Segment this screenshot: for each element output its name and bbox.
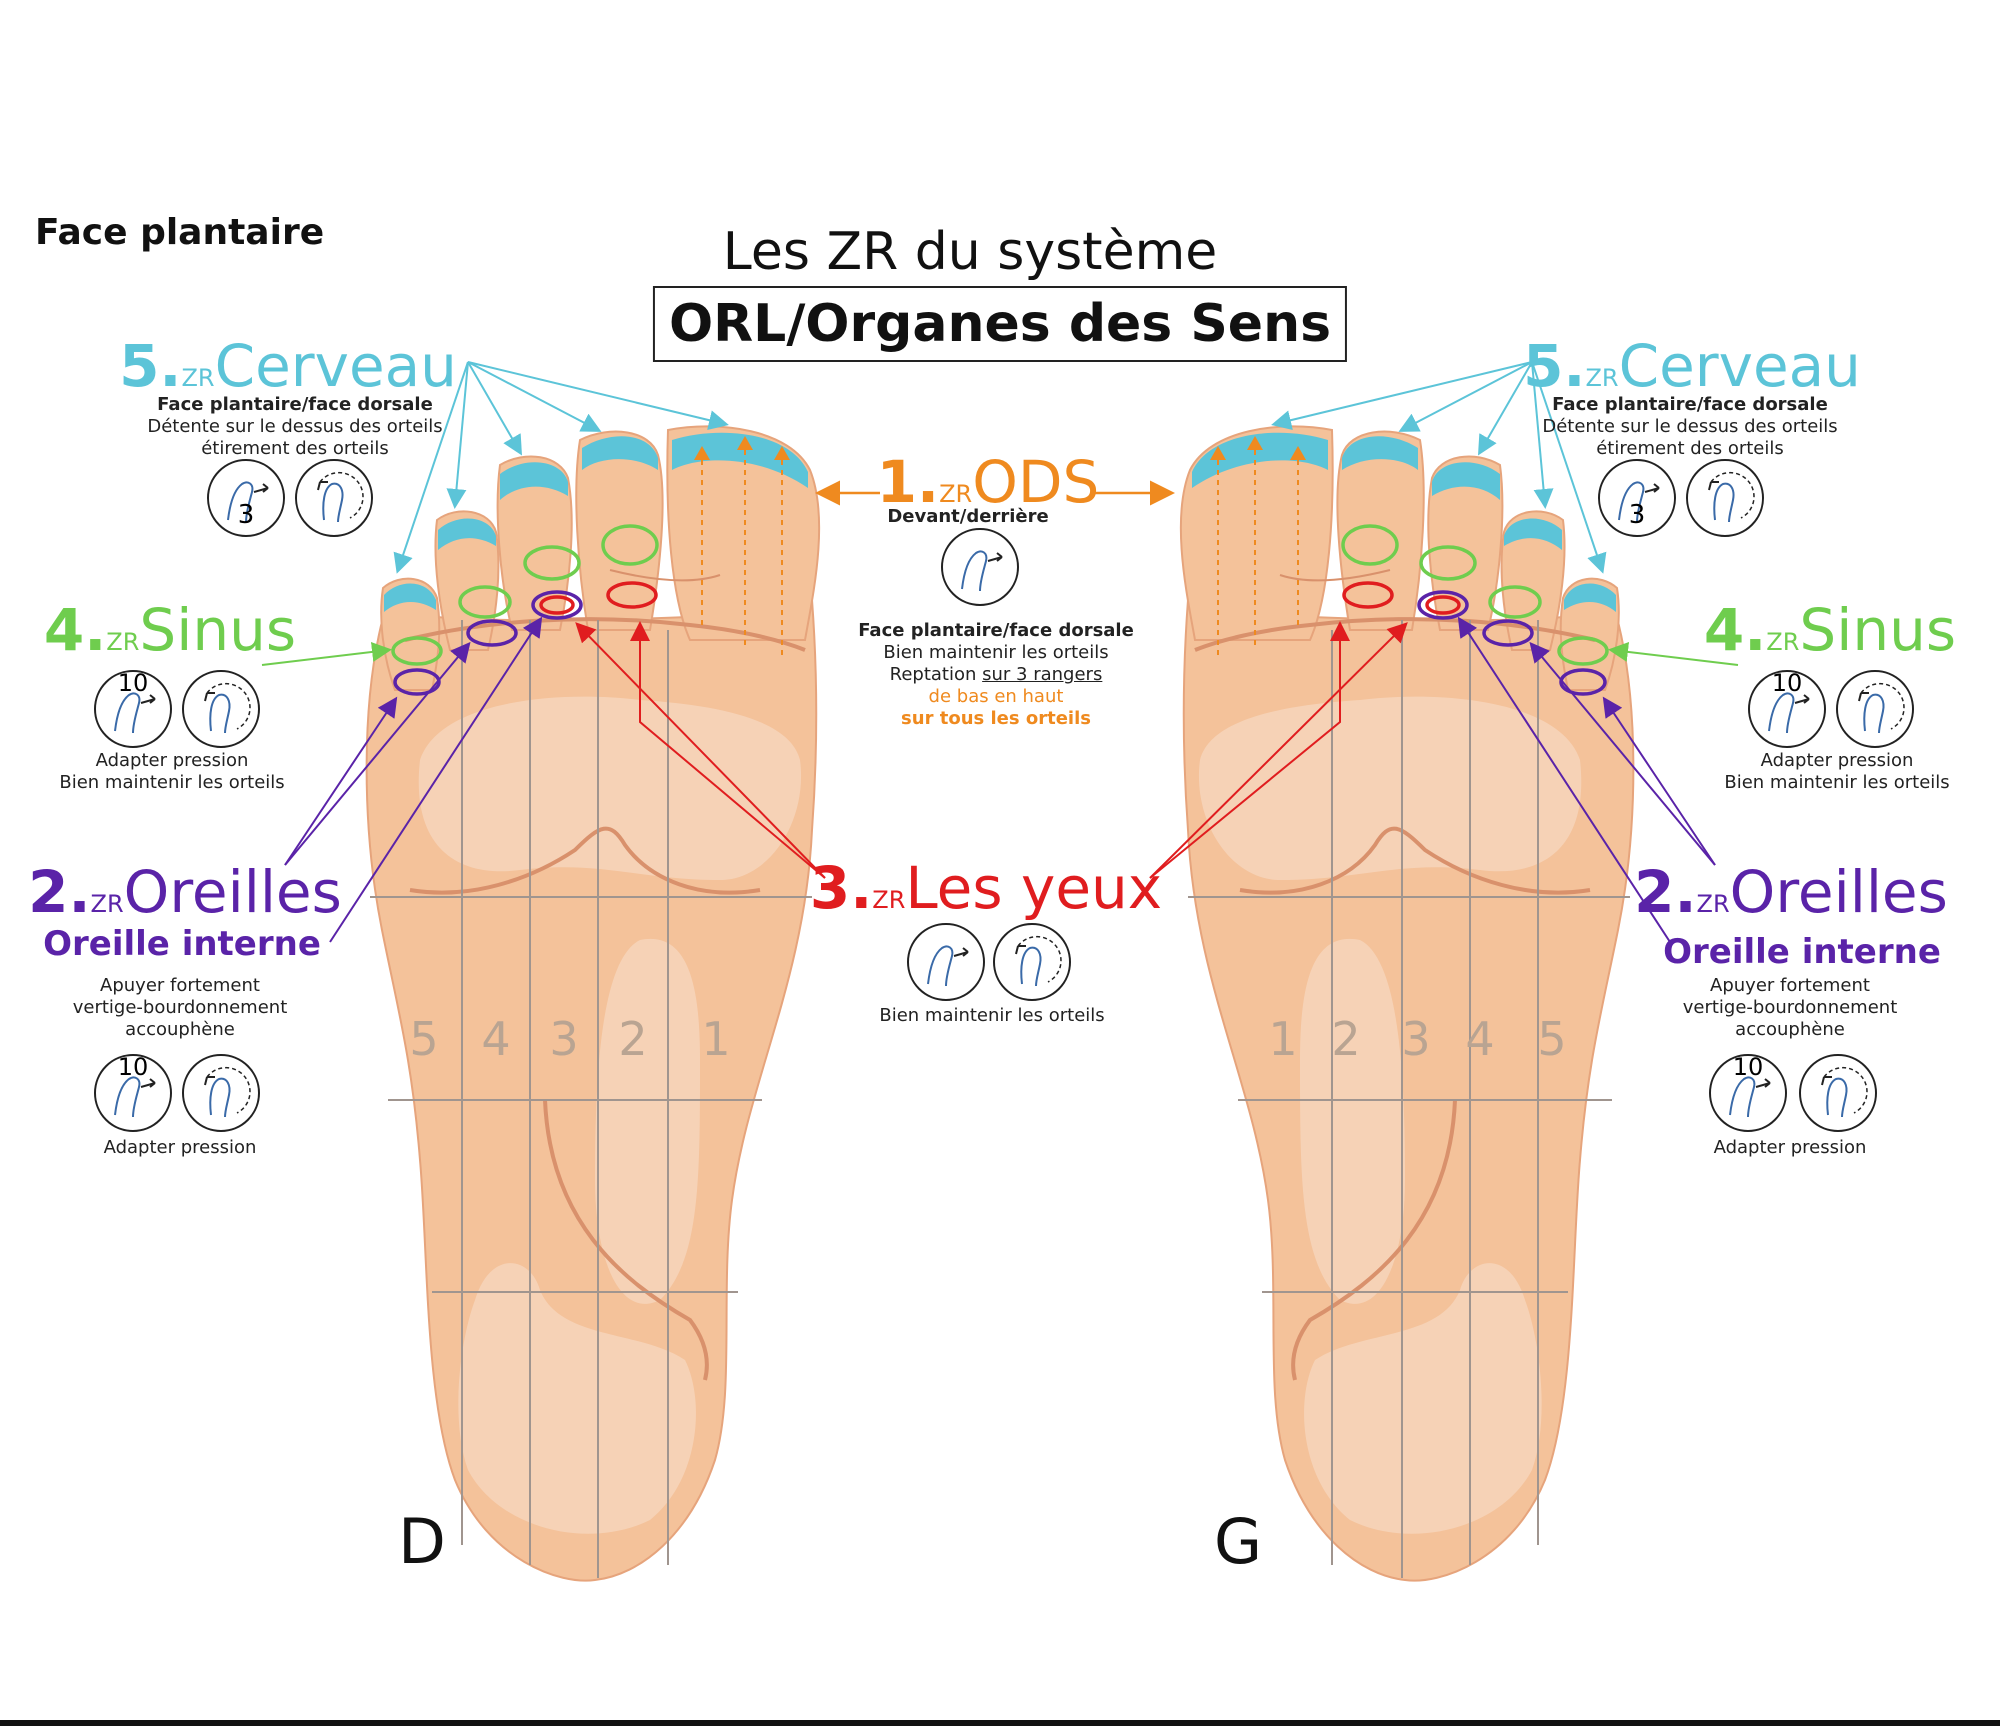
right-foot-col-1: 1: [701, 1012, 731, 1066]
oreilles-subtitle-right: Oreille interne: [43, 924, 321, 964]
yeux-desc: Bien maintenir les orteils: [879, 1005, 1105, 1026]
sinus-label-left: 4.ZRSinus: [1703, 596, 1957, 664]
yeux-label: 3.ZRLes yeux: [809, 854, 1163, 922]
oreilles-count-left: 10: [1732, 1053, 1764, 1081]
left-foot-col-3: 3: [1401, 1012, 1431, 1066]
left-foot-col-4: 4: [1465, 1012, 1495, 1066]
sinus-count-right: 10: [117, 669, 149, 697]
cerveau-icons-right: [207, 459, 373, 537]
page-subtitle: ORL/Organes des Sens: [652, 286, 1348, 362]
left-foot: [1178, 424, 1636, 1583]
left-foot-col-5: 5: [1537, 1012, 1567, 1066]
cerveau-icons-left: [1598, 459, 1764, 537]
right-foot-col-5: 5: [409, 1012, 439, 1066]
right-foot-col-2: 2: [618, 1012, 648, 1066]
bottom-border: [0, 1720, 2000, 1726]
left-foot-col-2: 2: [1331, 1012, 1361, 1066]
yeux-icons: [907, 923, 1071, 1001]
page-title: Les ZR du système: [722, 222, 1218, 282]
cerveau-label-left: 5.ZRCerveau: [1523, 332, 1861, 400]
right-foot-col-3: 3: [549, 1012, 579, 1066]
oreilles-label-left: 2.ZROreilles: [1634, 858, 1948, 926]
oreilles-pressure-left: Adapter pression: [1713, 1137, 1867, 1158]
oreilles-subtitle-left: Oreille interne: [1663, 932, 1941, 972]
oreilles-desc-left: Apuyer fortement vertige-bourdonnement a…: [1682, 975, 1898, 1040]
ods-icon: [941, 528, 1019, 606]
sinus-desc-left: Adapter pression Bien maintenir les orte…: [1724, 750, 1950, 793]
oreilles-label-right: 2.ZROreilles: [28, 858, 342, 926]
right-foot-col-4: 4: [481, 1012, 511, 1066]
right-foot: [364, 424, 822, 1583]
oreilles-count-right: 10: [117, 1053, 149, 1081]
cerveau-count-left: 3: [1628, 500, 1646, 530]
left-foot-col-1: 1: [1268, 1012, 1298, 1066]
corner-label: Face plantaire: [35, 212, 325, 253]
cerveau-count-right: 3: [237, 500, 255, 530]
cerveau-desc-left: Face plantaire/face dorsale Détente sur …: [1542, 394, 1838, 459]
sinus-count-left: 10: [1771, 669, 1803, 697]
ods-subtitle: Devant/derrière: [887, 506, 1049, 527]
sinus-desc-right: Adapter pression Bien maintenir les orte…: [59, 750, 285, 793]
cerveau-desc-right: Face plantaire/face dorsale Détente sur …: [147, 394, 443, 459]
sinus-label-right: 4.ZRSinus: [43, 596, 297, 664]
ods-desc: Face plantaire/face dorsale Bien mainten…: [858, 620, 1134, 729]
oreilles-desc-right: Apuyer fortement vertige-bourdonnement a…: [72, 975, 288, 1040]
oreilles-pressure-right: Adapter pression: [103, 1137, 257, 1158]
left-foot-letter: G: [1213, 1505, 1263, 1578]
right-foot-letter: D: [398, 1505, 446, 1578]
cerveau-label-right: 5.ZRCerveau: [119, 332, 457, 400]
ods-label: 1.ZRODS: [876, 448, 1100, 516]
